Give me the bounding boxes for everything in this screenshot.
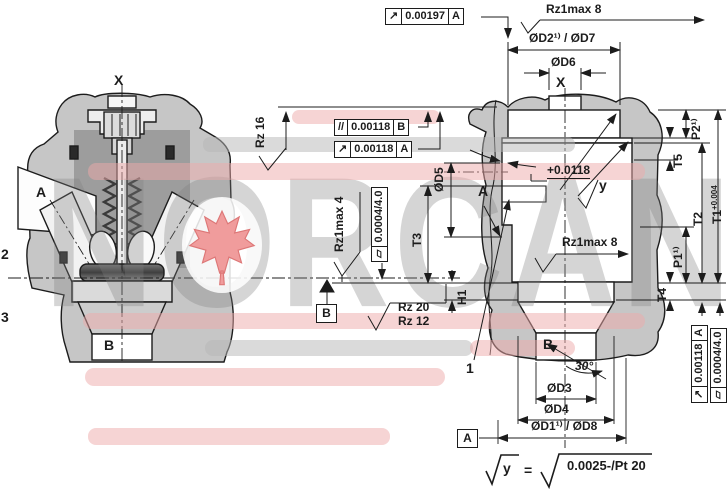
fcf-mid-flatness: ▱0.0004/4.0 (371, 186, 388, 262)
offset-note: +0.0118 (547, 163, 591, 180)
finish-bore: Rz1max 8 (562, 235, 618, 249)
dim-p2: P2¹⁾ (689, 118, 703, 140)
left-port-label-a: A (36, 184, 47, 200)
right-section-label-x: X (556, 74, 566, 90)
finish-rz1max4: Rz1max 4 (332, 196, 346, 252)
logo-maple-leaf (182, 197, 262, 293)
dim-d2-d7: ØD2¹⁾ / ØD7 (529, 31, 596, 45)
callout-3: 3 (1, 309, 9, 325)
datum-a-box: A (457, 429, 478, 448)
finish-y-label: y (599, 177, 607, 193)
dim-t2: T2 (691, 211, 705, 226)
right-bore-label-a: A (478, 183, 489, 199)
callout-2: 2 (1, 246, 9, 262)
flatness-icon: ▱ (372, 245, 387, 261)
right-bottom-label-b: B (543, 336, 554, 352)
finish-top: Rz1max 8 (546, 2, 602, 16)
finish-rz16: Rz 16 (253, 116, 267, 148)
formula-equals: = (524, 462, 533, 478)
flatness-icon: ▱ (711, 386, 726, 402)
dim-d1-d8: ØD1¹⁾ / ØD8 (531, 419, 598, 433)
runout-icon: ↗ (692, 385, 707, 402)
t1-tolerance: +0.004 (710, 185, 719, 210)
redaction-bars (83, 110, 645, 445)
dim-d3: ØD3 (547, 381, 572, 395)
dim-p1: P1¹⁾ (671, 246, 685, 268)
finish-rz20: Rz 20 (398, 300, 430, 314)
angle-30: 30° (575, 359, 594, 373)
left-bottom-label-b: B (104, 337, 115, 353)
finish-rz12: Rz 12 (398, 314, 430, 328)
runout-icon: ↗ (386, 9, 403, 24)
runout-icon: ↗ (335, 142, 352, 157)
formula-rhs: 0.0025-/Pt 20 (567, 458, 646, 473)
dim-t1: T1+0.004 (710, 185, 724, 224)
callout-1: 1 (466, 360, 474, 376)
dim-d4: ØD4 (544, 402, 569, 416)
left-section-label-x: X (114, 72, 124, 88)
dim-h1: H1 (455, 289, 469, 305)
parallelism-icon: // (335, 120, 349, 135)
formula-lhs: y (503, 460, 511, 476)
dimension-lines (258, 16, 726, 490)
datum-b-box: B (316, 304, 337, 323)
dim-d5: ØD5 (432, 167, 446, 192)
dim-t5: T5 (671, 153, 685, 168)
dim-t3: T3 (410, 232, 424, 247)
fcf-right-flatness: ▱0.0004/4.0 (710, 327, 727, 403)
dim-t4: T4 (655, 287, 669, 302)
dim-d6: ØD6 (551, 55, 576, 69)
